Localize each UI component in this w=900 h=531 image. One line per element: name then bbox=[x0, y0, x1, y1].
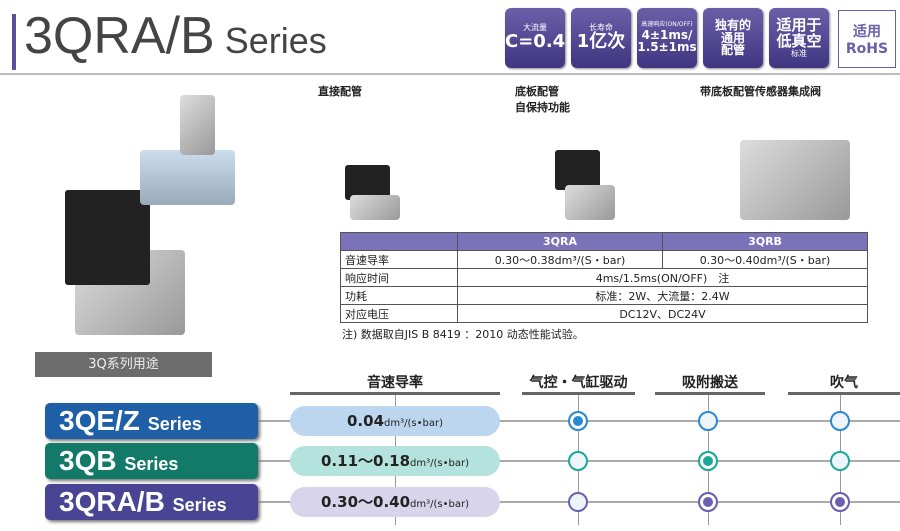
empty-circle-icon bbox=[830, 411, 850, 431]
column-header-cylinder: 气控・气缸驱动 bbox=[522, 372, 635, 395]
main-valve-plug-image bbox=[180, 95, 215, 155]
badge-vacuum: 适用于低真空标准 bbox=[769, 8, 829, 68]
empty-circle-icon bbox=[568, 492, 588, 512]
filled-circle-icon bbox=[568, 411, 588, 431]
series-badge: 3QE/Z Series bbox=[45, 403, 258, 439]
table-row: 功耗标准：2W、大流量：2.4W bbox=[340, 286, 868, 305]
product-label-manifold: 带底板配管传感器集成阀 bbox=[700, 85, 821, 98]
filled-circle-icon bbox=[698, 492, 718, 512]
main-valve-coil-image bbox=[65, 190, 150, 285]
usage-label: 3Q系列用途 bbox=[35, 352, 212, 377]
base-valve-image bbox=[555, 150, 600, 190]
series-badge: 3QB Series bbox=[45, 443, 258, 479]
empty-circle-icon bbox=[568, 451, 588, 471]
filled-circle-icon bbox=[830, 492, 850, 512]
page-title: 3QRA/B Series bbox=[24, 7, 327, 65]
divider bbox=[0, 73, 900, 75]
conductance-pill: 0.04dm³/(s•bar) bbox=[290, 406, 500, 436]
product-label-base: 底板配管自保持功能 bbox=[515, 85, 570, 114]
filled-circle-icon bbox=[698, 451, 718, 471]
base-valve-base-image bbox=[565, 185, 615, 220]
column-header-blow: 吹气 bbox=[788, 372, 900, 395]
title-accent-bar bbox=[12, 14, 16, 70]
series-badge: 3QRA/B Series bbox=[45, 484, 258, 520]
badge-response: 高速响应(ON/OFF)4±1ms/1.5±1ms bbox=[637, 8, 697, 68]
main-valve-connector-image bbox=[140, 150, 235, 205]
direct-valve-base-image bbox=[350, 195, 400, 220]
column-header-vacuum: 吸附搬送 bbox=[655, 372, 765, 395]
empty-circle-icon bbox=[830, 451, 850, 471]
empty-circle-icon bbox=[698, 411, 718, 431]
table-note: 注) 数据取自JIS B 8419 ：2010 动态性能试验。 bbox=[342, 328, 584, 341]
column-header-conductance: 音速导率 bbox=[290, 372, 500, 395]
product-label-direct: 直接配管 bbox=[318, 85, 362, 98]
badge-piping: 独有的通用配管 bbox=[703, 8, 763, 68]
conductance-pill: 0.30～0.40dm³/(s•bar) bbox=[290, 487, 500, 517]
direct-valve-image bbox=[345, 165, 390, 200]
conductance-pill: 0.11～0.18dm³/(s•bar) bbox=[290, 446, 500, 476]
manifold-image bbox=[740, 140, 850, 220]
